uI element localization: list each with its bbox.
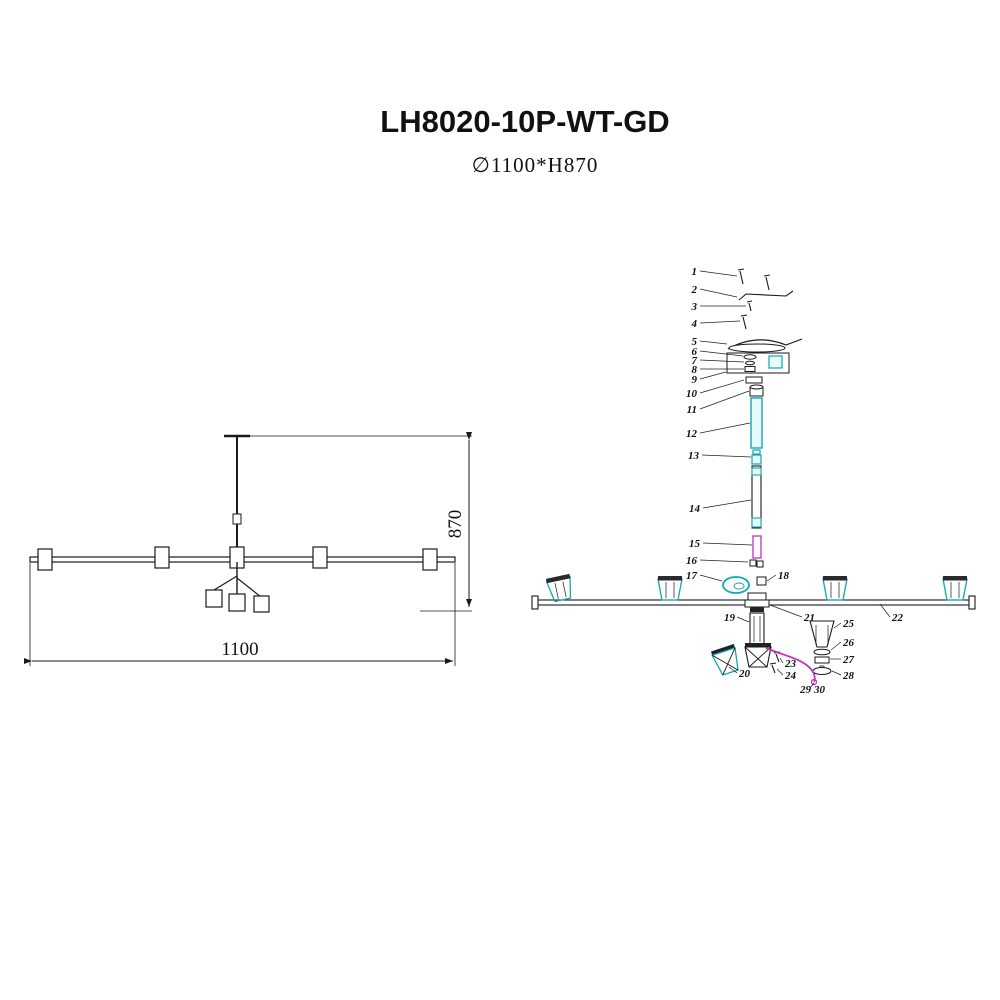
socket-stack bbox=[809, 620, 835, 675]
part-label-30: 30 bbox=[813, 684, 826, 696]
part-rod-connector bbox=[751, 449, 762, 465]
part-label-7: 7 bbox=[692, 355, 698, 367]
dimension-height-label: 870 bbox=[445, 510, 466, 539]
stem-collar bbox=[232, 513, 242, 525]
bar-shade bbox=[822, 576, 848, 601]
shade bbox=[422, 548, 438, 571]
part-screws-canopy bbox=[740, 300, 753, 330]
part-label-13: 13 bbox=[688, 450, 700, 462]
part-label-9: 9 bbox=[692, 374, 698, 386]
shade bbox=[37, 548, 53, 571]
part-lower-rod bbox=[752, 535, 762, 559]
part-connector-plate bbox=[745, 376, 763, 384]
hub bbox=[744, 592, 770, 612]
part-rod-coupler bbox=[749, 384, 764, 397]
part-label-18: 18 bbox=[778, 570, 790, 582]
part-label-24: 24 bbox=[784, 670, 797, 682]
part-label-15: 15 bbox=[689, 538, 701, 550]
part-label-11: 11 bbox=[687, 404, 697, 416]
part-label-8: 8 bbox=[692, 364, 698, 376]
bar-shade bbox=[942, 576, 968, 601]
part-label-23: 23 bbox=[784, 658, 797, 670]
part-label-3: 3 bbox=[691, 301, 698, 313]
bar-shade bbox=[657, 576, 683, 601]
part-label-26: 26 bbox=[842, 637, 855, 649]
part-label-19: 19 bbox=[724, 612, 736, 624]
shade bbox=[205, 589, 223, 608]
part-nuts bbox=[749, 559, 764, 568]
part-label-20: 20 bbox=[738, 668, 751, 680]
page-subtitle: ∅1100*H870 bbox=[472, 153, 599, 177]
tilted-shade bbox=[710, 644, 739, 676]
wire bbox=[765, 647, 818, 686]
part-canopy bbox=[727, 338, 803, 353]
part-screws-socket bbox=[769, 651, 781, 674]
part-upper-rod bbox=[750, 397, 763, 449]
part-ring bbox=[722, 576, 750, 594]
part-label-16: 16 bbox=[686, 555, 698, 567]
part-block bbox=[756, 576, 767, 586]
part-label-14: 14 bbox=[689, 503, 701, 515]
part-label-28: 28 bbox=[842, 670, 855, 682]
part-label-25: 25 bbox=[842, 618, 855, 630]
part-label-21: 21 bbox=[803, 612, 815, 624]
shade bbox=[154, 546, 170, 569]
part-labels: 1 2 3 4 5 6 7 8 9 10 11 12 13 14 15 16 1… bbox=[686, 266, 904, 696]
part-label-29: 29 bbox=[799, 684, 812, 696]
part-label-1: 1 bbox=[692, 266, 698, 278]
part-label-4: 4 bbox=[691, 318, 698, 330]
leader-lines bbox=[699, 270, 891, 689]
shade bbox=[312, 546, 328, 569]
part-label-6: 6 bbox=[692, 346, 698, 358]
part-mounting-bracket bbox=[738, 290, 794, 301]
exploded-view: 1 2 3 4 5 6 7 8 9 10 11 12 13 14 15 16 1… bbox=[531, 266, 976, 696]
center-shade bbox=[744, 643, 772, 668]
part-label-22: 22 bbox=[891, 612, 904, 624]
part-label-12: 12 bbox=[686, 428, 698, 440]
dimension-width-label: 1100 bbox=[221, 639, 258, 660]
part-lower-cylinder bbox=[749, 612, 765, 646]
bar-shade bbox=[545, 573, 572, 603]
part-label-10: 10 bbox=[686, 388, 698, 400]
part-label-17: 17 bbox=[686, 570, 698, 582]
shade bbox=[253, 595, 270, 613]
shade bbox=[228, 593, 246, 612]
part-fixing-set bbox=[726, 352, 790, 374]
front-view: 870 1100 bbox=[24, 432, 472, 666]
part-middle-rod bbox=[751, 465, 762, 529]
part-label-5: 5 bbox=[692, 336, 698, 348]
part-label-27: 27 bbox=[842, 654, 855, 666]
part-screws-top bbox=[737, 268, 771, 291]
part-label-2: 2 bbox=[691, 284, 698, 296]
page-title: LH8020-10P-WT-GD bbox=[380, 104, 669, 139]
